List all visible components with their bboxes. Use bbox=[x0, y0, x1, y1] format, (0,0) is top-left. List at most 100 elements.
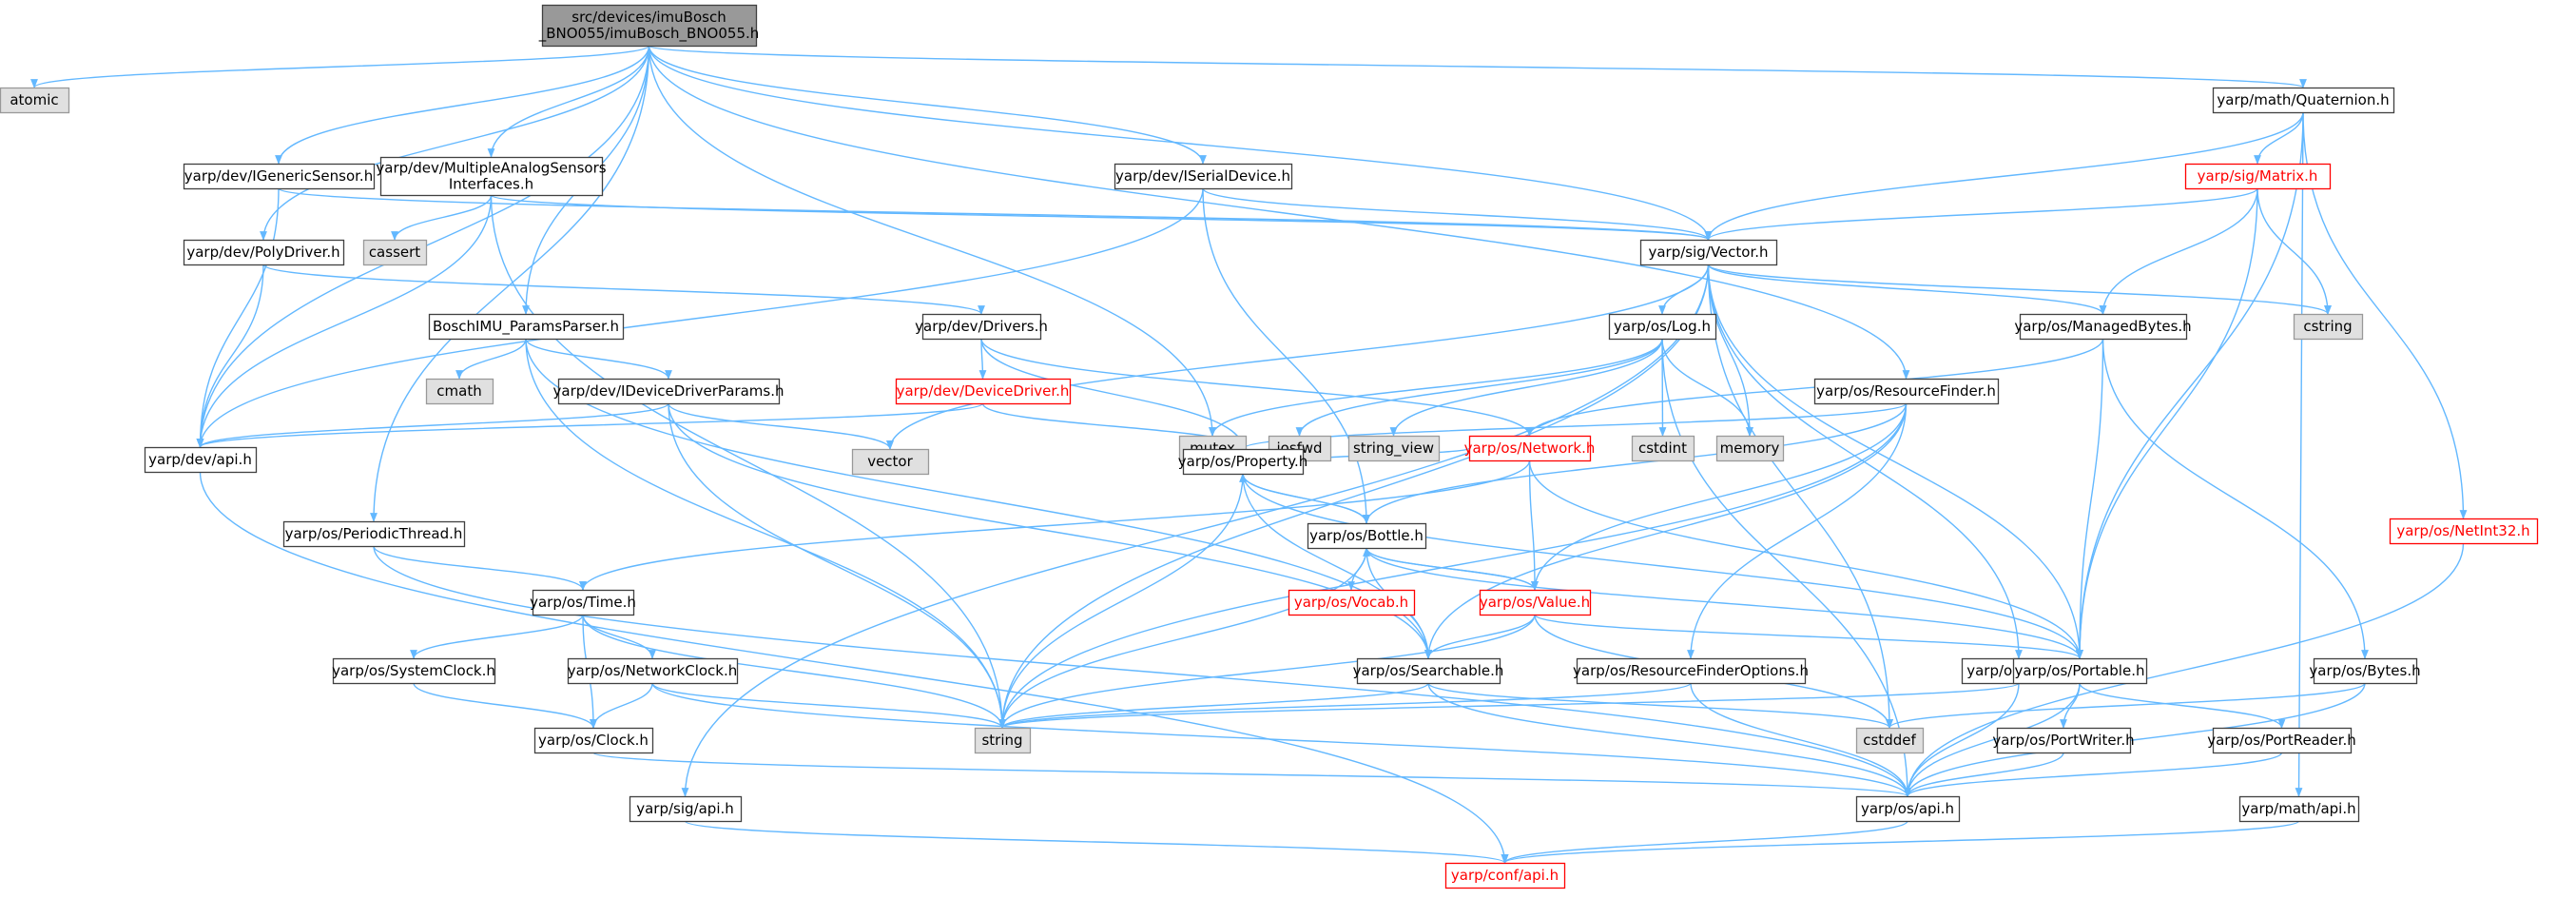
node-strview[interactable]: string_view bbox=[1347, 435, 1441, 462]
node-label: cassert bbox=[369, 244, 420, 261]
edge-isd-to-devapi bbox=[196, 187, 1204, 448]
node-sigapi[interactable]: yarp/sig/api.h bbox=[629, 795, 743, 823]
node-netint32[interactable]: yarp/os/NetInt32.h bbox=[2389, 518, 2539, 545]
node-sysclock[interactable]: yarp/os/SystemClock.h bbox=[332, 657, 496, 685]
node-network[interactable]: yarp/os/Network.h bbox=[1464, 435, 1596, 462]
node-label: yarp/os/ResourceFinderOptions.h bbox=[1573, 662, 1809, 679]
node-label: yarp/conf/api.h bbox=[1451, 867, 1559, 884]
edge-netclock-to-clock bbox=[590, 682, 653, 729]
edge-drivers-to-network bbox=[980, 338, 1534, 437]
node-matrix[interactable]: yarp/sig/Matrix.h bbox=[2184, 163, 2332, 190]
node-log[interactable]: yarp/os/Log.h bbox=[1608, 313, 1717, 341]
edge-portable-to-portreader bbox=[2079, 682, 2286, 729]
node-rfopts[interactable]: yarp/os/ResourceFinderOptions.h bbox=[1573, 657, 1809, 685]
node-vector[interactable]: yarp/sig/Vector.h bbox=[1639, 239, 1778, 266]
node-netclock[interactable]: yarp/os/NetworkClock.h bbox=[568, 657, 739, 685]
edge-value-to-portable bbox=[1534, 614, 2083, 659]
node-box bbox=[1855, 727, 1925, 754]
node-managed[interactable]: yarp/os/ManagedBytes.h bbox=[2014, 313, 2192, 341]
edge-root-to-atomic bbox=[30, 45, 650, 88]
edge-vector-to-type bbox=[1707, 264, 2023, 659]
node-devapi[interactable]: yarp/dev/api.h bbox=[144, 446, 258, 474]
node-string[interactable]: string bbox=[974, 727, 1032, 754]
edge-log-to-memory bbox=[1661, 338, 1753, 437]
edge-periodic-to-time bbox=[373, 545, 587, 591]
node-drivers[interactable]: yarp/dev/Drivers.h bbox=[915, 313, 1048, 341]
edge-root-to-mutex bbox=[648, 45, 1216, 437]
edge-bpp-to-cmath bbox=[455, 338, 527, 380]
edge-matrix-to-vector bbox=[1704, 187, 2258, 241]
node-label: vector bbox=[867, 453, 913, 470]
node-portwriter[interactable]: yarp/os/PortWriter.h bbox=[1992, 727, 2135, 754]
edge-netint32-to-osapi bbox=[1904, 542, 2465, 797]
node-iddp[interactable]: yarp/dev/IDeviceDriverParams.h bbox=[553, 378, 784, 405]
edge-matrix-to-portable bbox=[2076, 187, 2258, 659]
node-confapi[interactable]: yarp/conf/api.h bbox=[1444, 862, 1566, 889]
node-cstring[interactable]: cstring bbox=[2293, 313, 2364, 341]
node-cstdint[interactable]: cstdint bbox=[1631, 435, 1695, 462]
edge-igs-to-devapi bbox=[196, 187, 280, 448]
node-time[interactable]: yarp/os/Time.h bbox=[530, 589, 636, 616]
node-label: _BNO055/imuBosch_BNO055.h bbox=[538, 25, 760, 43]
node-devdrv[interactable]: yarp/dev/DeviceDriver.h bbox=[895, 378, 1072, 405]
node-property[interactable]: yarp/os/Property.h bbox=[1178, 448, 1307, 476]
edge-netclock-to-string bbox=[651, 682, 1006, 729]
node-resfinder[interactable]: yarp/os/ResourceFinder.h bbox=[1813, 378, 2000, 405]
edge-vector-to-portable bbox=[1707, 264, 2083, 659]
node-box bbox=[183, 163, 376, 190]
node-cmath[interactable]: cmath bbox=[425, 378, 494, 405]
node-box bbox=[1347, 435, 1441, 462]
edge-network-to-time bbox=[579, 459, 1531, 591]
node-bytes[interactable]: yarp/os/Bytes.h bbox=[2309, 657, 2421, 685]
node-isd[interactable]: yarp/dev/ISerialDevice.h bbox=[1114, 163, 1293, 190]
node-searchable[interactable]: yarp/os/Searchable.h bbox=[1353, 657, 1504, 685]
edge-masi-to-devapi bbox=[196, 194, 493, 448]
node-label: yarp/os/Vocab.h bbox=[1294, 594, 1408, 611]
edge-vector-to-cstddef bbox=[1707, 264, 1893, 729]
node-masi[interactable]: yarp/dev/MultipleAnalogSensorsInterfaces… bbox=[376, 156, 607, 197]
edge-resfinder-to-searchable bbox=[1424, 402, 1908, 659]
edge-vector-to-cstring bbox=[1707, 264, 2332, 315]
node-label: yarp/dev/api.h bbox=[148, 451, 252, 468]
node-igs[interactable]: yarp/dev/IGenericSensor.h bbox=[183, 163, 376, 190]
node-atomic[interactable]: atomic bbox=[0, 87, 70, 114]
edge-bottle-to-property bbox=[1239, 473, 1367, 524]
node-label: yarp/os/Portable.h bbox=[2015, 662, 2145, 679]
edge-portwriter-to-osapi bbox=[1904, 752, 2064, 797]
node-box bbox=[1996, 727, 2132, 754]
edge-log-to-osapi bbox=[1661, 338, 1911, 797]
node-portable[interactable]: yarp/os/Portable.h bbox=[2012, 657, 2148, 685]
edge-property-to-string bbox=[998, 473, 1244, 729]
node-root[interactable]: src/devices/imuBosch_BNO055/imuBosch_BNO… bbox=[538, 4, 760, 48]
node-value[interactable]: yarp/os/Value.h bbox=[1480, 589, 1592, 616]
node-label: cstdint bbox=[1638, 440, 1687, 457]
node-periodic[interactable]: yarp/os/PeriodicThread.h bbox=[282, 520, 466, 548]
node-quat[interactable]: yarp/math/Quaternion.h bbox=[2212, 87, 2395, 114]
node-bottle[interactable]: yarp/os/Bottle.h bbox=[1307, 522, 1427, 550]
edge-netclock-to-osapi bbox=[651, 682, 1911, 797]
node-box bbox=[2184, 163, 2332, 190]
node-label: yarp/dev/ISerialDevice.h bbox=[1115, 167, 1290, 185]
node-label: memory bbox=[1720, 440, 1780, 457]
edge-time-to-string bbox=[582, 614, 1006, 729]
node-portreader[interactable]: yarp/os/PortReader.h bbox=[2207, 727, 2356, 754]
node-polydrv[interactable]: yarp/dev/PolyDriver.h bbox=[183, 239, 345, 266]
node-cassert[interactable]: cassert bbox=[362, 239, 428, 266]
node-cstddef[interactable]: cstddef bbox=[1855, 727, 1925, 754]
node-label: atomic bbox=[10, 91, 58, 108]
edge-bottle-to-string bbox=[998, 547, 1367, 729]
node-box bbox=[895, 378, 1072, 405]
node-box bbox=[2238, 795, 2360, 823]
edge-devapi-to-confapi bbox=[199, 471, 1509, 864]
node-bpp[interactable]: BoschIMU_ParamsParser.h bbox=[428, 313, 625, 341]
edge-periodic-to-osapi bbox=[373, 545, 1911, 797]
node-vocab[interactable]: yarp/os/Vocab.h bbox=[1288, 589, 1416, 616]
node-clock[interactable]: yarp/os/Clock.h bbox=[533, 727, 654, 754]
edge-clock-to-osapi bbox=[592, 752, 1911, 797]
node-vectorstd[interactable]: vector bbox=[851, 448, 930, 476]
node-osapi[interactable]: yarp/os/api.h bbox=[1855, 795, 1961, 823]
node-mathapi[interactable]: yarp/math/api.h bbox=[2238, 795, 2360, 823]
node-label: yarp/os/ManagedBytes.h bbox=[2014, 318, 2191, 335]
node-memory[interactable]: memory bbox=[1715, 435, 1785, 462]
node-label: yarp/os/Clock.h bbox=[538, 732, 649, 749]
